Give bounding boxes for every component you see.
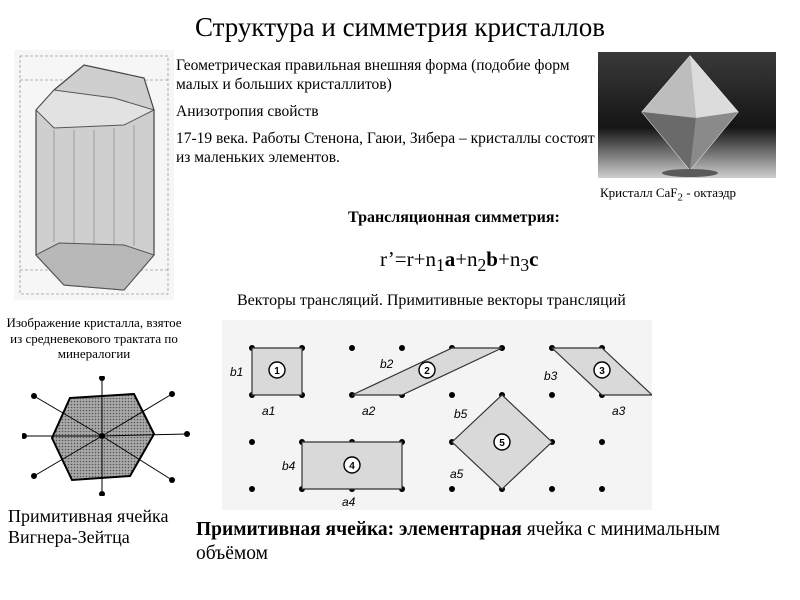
primitive-cell-rest: ячейка с минимальным объёмом	[196, 519, 720, 564]
cell-label: 3	[599, 366, 605, 377]
formula-sub: 2	[477, 255, 487, 276]
caption-subscript: 2	[677, 191, 683, 204]
vector-b-label: b4	[282, 459, 296, 473]
formula-vector-a: a	[444, 247, 456, 271]
formula-part: +n	[455, 247, 478, 271]
formula-vector-c: c	[529, 247, 539, 271]
formula-vector-b: b	[486, 247, 498, 271]
property-item: 17-19 века. Работы Стенона, Гаюи, Зибера…	[176, 130, 595, 166]
crystal-properties: Геометрическая правильная внешняя форма …	[176, 56, 596, 175]
crystal-prism-drawing	[14, 50, 174, 300]
property-item: Анизотропия свойств	[176, 103, 319, 120]
formula-part: r’=r+n	[380, 247, 436, 271]
translation-symmetry-title: Трансляционная симметрия:	[348, 209, 560, 226]
caf2-octahedron-photo	[598, 52, 776, 178]
vector-a-label: a2	[362, 404, 376, 418]
cell-label: 4	[349, 461, 355, 472]
translation-formula: r’=r+n1a+n2b+n3c	[380, 247, 538, 276]
cell-label: 2	[424, 366, 430, 377]
translation-vectors-text: Векторы трансляций. Примитивные векторы …	[237, 292, 626, 309]
lattice-primitive-cells: 1 2 3 4 5 a1 a2 a3 a4 a5 b1 b2 b3 b4 b5	[222, 320, 652, 510]
vector-a-label: a1	[262, 404, 275, 418]
medieval-crystal-caption: Изображение кристалла, взятое из среднев…	[6, 315, 182, 361]
formula-sub: 3	[520, 255, 530, 276]
vector-b-label: b2	[380, 357, 394, 371]
cell-label: 1	[274, 366, 280, 377]
wigner-seitz-caption: Примитивная ячейка Вигнера-Зейтца	[8, 506, 169, 547]
formula-part: +n	[497, 247, 521, 271]
cell-label: 5	[499, 438, 505, 449]
vector-a-label: a3	[612, 404, 626, 418]
wigner-seitz-drawing	[22, 376, 190, 496]
formula-sub: 1	[435, 255, 445, 276]
primitive-cell-definition: Примитивная ячейка: элементарная ячейка …	[196, 518, 776, 566]
caption-text: Кристалл CaF	[600, 185, 678, 200]
vector-a-label: a4	[342, 495, 356, 509]
property-item: Геометрическая правильная внешняя форма …	[176, 57, 570, 93]
vector-b-label: b5	[454, 407, 468, 421]
slide-title: Структура и симметрия кристаллов	[195, 12, 605, 42]
caf2-caption: Кристалл CaF2 - октаэдр	[600, 185, 736, 204]
primitive-cell-bold: Примитивная ячейка: элементарная	[196, 519, 522, 540]
caption-text: - октаэдр	[682, 185, 737, 200]
vector-a-label: a5	[450, 467, 464, 481]
vector-b-label: b3	[544, 369, 558, 383]
vector-b-label: b1	[230, 365, 243, 379]
